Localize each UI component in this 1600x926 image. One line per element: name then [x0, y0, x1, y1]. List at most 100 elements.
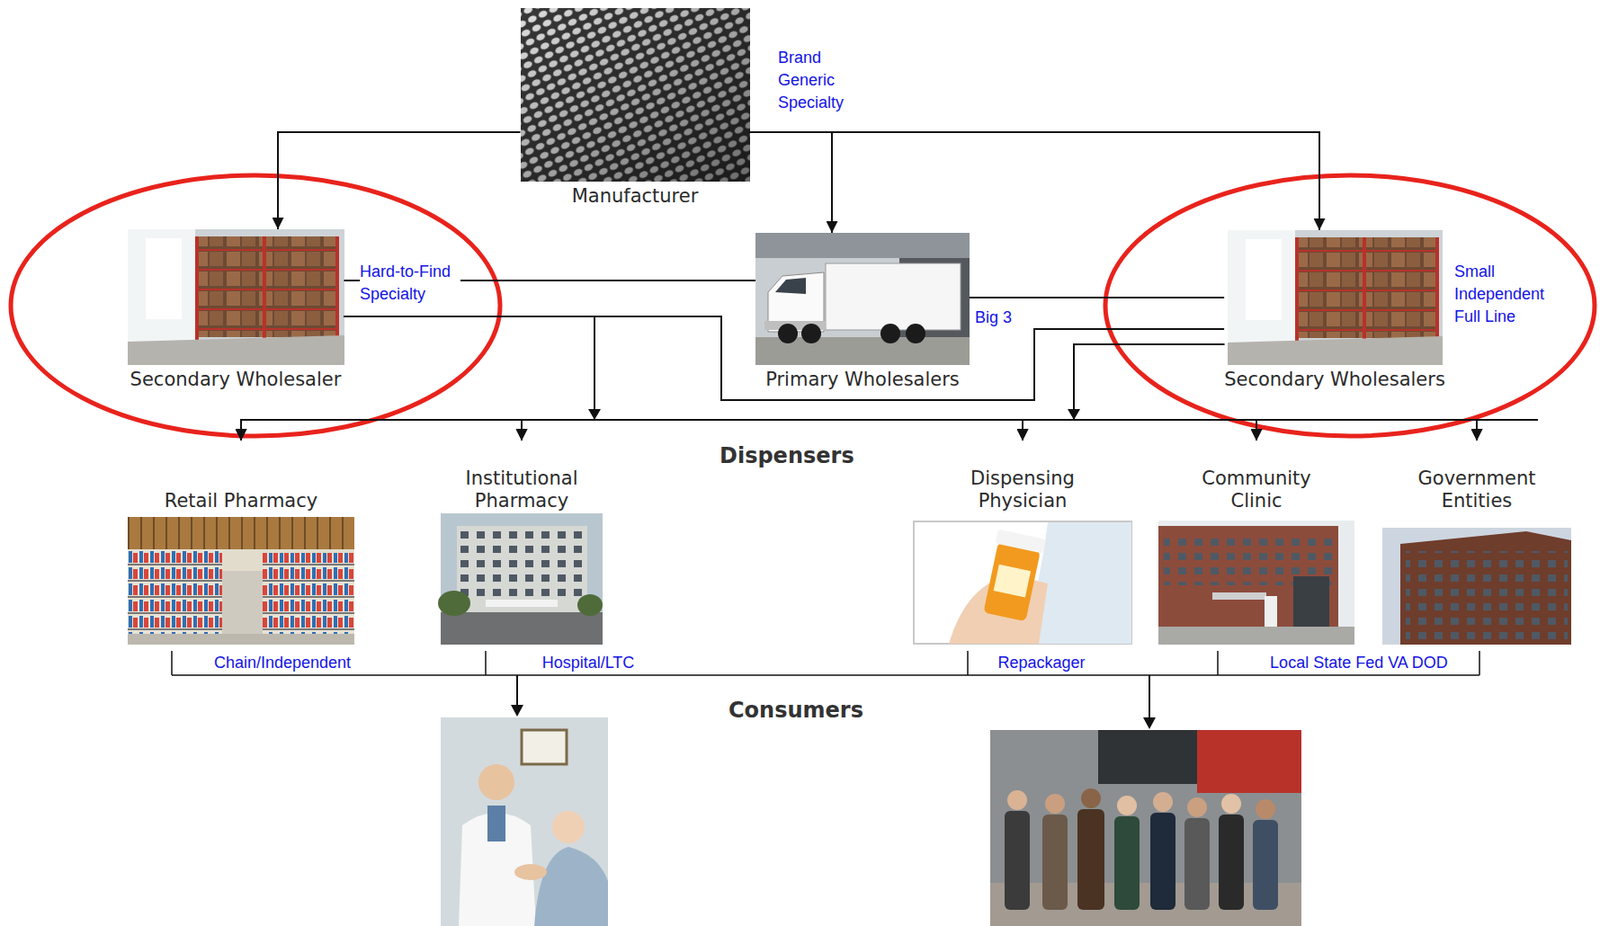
racks — [195, 236, 340, 338]
photo-frame — [1158, 520, 1355, 645]
consumer-photo — [440, 717, 608, 926]
manufacturer-photo — [520, 8, 751, 182]
highlight-ellipse — [1105, 175, 1595, 437]
annotation-note: Big 3 — [974, 306, 1012, 330]
ceiling-slats — [127, 517, 355, 550]
arrowhead — [510, 705, 524, 717]
photo-node: Government Entities — [1382, 440, 1572, 645]
wall — [127, 229, 345, 366]
caption-box: Institutional Pharmacy — [449, 440, 594, 513]
door — [1293, 576, 1330, 627]
bracket-tick — [1478, 651, 1481, 676]
flow-connector — [241, 344, 1225, 441]
caption-box: Primary Wholesalers — [765, 368, 960, 392]
awning — [1212, 592, 1267, 600]
node-caption: Dispensing Physician — [959, 467, 1086, 513]
patient — [534, 847, 608, 926]
node-caption: Secondary Wholesalers — [1224, 368, 1446, 392]
person — [1077, 809, 1105, 911]
bracket-tick — [170, 651, 173, 676]
section-heading: Consumers — [728, 697, 864, 724]
person — [1252, 820, 1279, 911]
building — [456, 526, 588, 613]
ground — [755, 232, 970, 366]
sky — [1382, 527, 1572, 645]
tree — [437, 590, 471, 617]
node-caption: Secondary Wholesaler — [130, 368, 342, 392]
warehouse-photo — [1227, 230, 1443, 366]
bottle-label — [993, 564, 1031, 599]
photo-frame — [912, 520, 1133, 645]
flow-connector — [277, 132, 521, 230]
arrowhead — [1143, 717, 1156, 730]
window-light — [1245, 239, 1282, 321]
caption-box: Secondary Wholesaler — [130, 368, 342, 392]
floor — [127, 634, 355, 645]
street-wall — [990, 730, 1302, 926]
photo-node: Retail Pharmacy — [127, 440, 355, 645]
shirt — [487, 805, 506, 842]
windshield — [775, 277, 806, 295]
photo-frame — [520, 8, 751, 182]
post — [195, 236, 199, 340]
label-text: Big 3 — [974, 306, 1012, 330]
post — [1295, 237, 1299, 341]
annotation-note: Chain/Independent — [214, 652, 351, 675]
warehouse-photo — [127, 229, 345, 366]
flow-connector — [969, 296, 1225, 299]
windows — [1405, 551, 1568, 642]
road — [440, 612, 603, 645]
trailer — [825, 263, 961, 331]
caption-box: Secondary Wholesalers — [1224, 368, 1446, 392]
person — [1042, 814, 1068, 911]
bus-line — [1476, 419, 1538, 421]
person-head — [1117, 795, 1137, 816]
flow-connector — [1022, 344, 1225, 441]
pill-rows — [520, 8, 751, 182]
photo-node: Manufacturer — [520, 8, 751, 208]
canopy — [485, 599, 558, 608]
wheel — [905, 323, 926, 344]
retail-photo — [127, 517, 355, 645]
section-heading: Dispensers — [719, 443, 855, 469]
physician-photo — [913, 521, 1132, 644]
bracket-line — [171, 674, 1480, 677]
post — [1435, 237, 1440, 341]
photo-node: Institutional Pharmacy — [440, 440, 603, 645]
annotation-note: Hard-to-Find Specialty — [359, 260, 461, 306]
shelves — [127, 549, 223, 635]
person — [1184, 818, 1210, 911]
photo-node: Primary Wholesalers — [755, 232, 970, 392]
head — [478, 764, 515, 801]
windows — [456, 526, 588, 599]
photo-node: Community Clinic — [1158, 440, 1355, 645]
label-text: Repackager — [997, 652, 1085, 675]
flow-connector — [344, 316, 596, 441]
highlight-ellipse — [10, 175, 501, 437]
sky — [1158, 520, 1355, 645]
flow-connector — [344, 316, 1258, 441]
caption-box: Manufacturer — [572, 185, 699, 208]
consumer-photo — [990, 730, 1302, 926]
caption-box: Retail Pharmacy — [164, 440, 318, 513]
brick-wall — [1158, 526, 1339, 627]
wheel — [801, 323, 822, 344]
post — [262, 236, 267, 340]
person — [1264, 596, 1278, 627]
floor — [127, 335, 345, 366]
wheel — [880, 323, 901, 344]
person-head — [1221, 794, 1242, 814]
annotation-note: Repackager — [997, 652, 1085, 675]
consumer-arrow — [516, 675, 519, 707]
flow-connector — [1073, 344, 1477, 441]
floor — [1227, 336, 1443, 366]
caption-box: Government Entities — [1409, 440, 1545, 513]
frame — [913, 521, 1132, 644]
photo-frame — [755, 232, 970, 366]
caption-box: Dispensing Physician — [959, 440, 1086, 513]
node-caption: Institutional Pharmacy — [449, 467, 594, 513]
person-head — [1187, 797, 1207, 818]
head — [552, 811, 585, 844]
consumer-arrow — [1148, 675, 1151, 720]
